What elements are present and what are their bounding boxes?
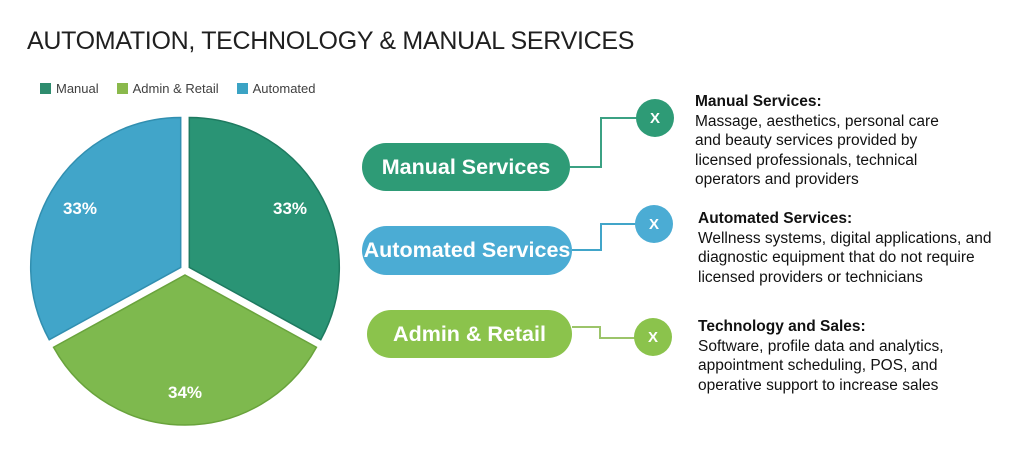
description-heading: Manual Services: [695,93,822,110]
pill-manual-services: Manual Services [362,143,570,191]
pie-chart: 33% 34% 33% [25,105,345,435]
pie-slice-label-admin-retail: 34% [168,383,202,402]
description-heading: Automated Services: [698,210,853,227]
legend-swatch-manual [40,83,51,94]
pill-admin-retail: Admin & Retail [367,310,572,358]
legend-label: Admin & Retail [132,81,219,96]
legend-label: Automated [252,81,316,96]
description-heading: Technology and Sales: [698,318,866,335]
description-body: Wellness systems, digital applications, … [698,229,992,286]
description-body: Massage, aesthetics, personal care and b… [695,112,939,189]
legend-label: Manual [56,81,99,96]
page-title: AUTOMATION, TECHNOLOGY & MANUAL SERVICES [27,27,635,55]
connector-manual [570,117,637,168]
description-technology-sales: Technology and Sales: Software, profile … [698,317,990,395]
description-manual-services: Manual Services: Massage, aesthetics, pe… [695,92,953,190]
legend-swatch-automated [236,83,248,94]
connector-automated [572,223,636,251]
legend-item-admin-retail: Admin & Retail [116,81,219,96]
pie-slice-manual [188,116,340,341]
pie-chart-svg: 33% 34% 33% [30,116,340,426]
chart-legend: Manual Admin & Retail Automated [40,81,316,96]
pie-slice-label-automated: 33% [63,199,97,218]
pill-automated-services: Automated Services [362,226,572,275]
legend-swatch-admin-retail [116,83,128,94]
x-marker-manual: X [636,99,674,137]
x-marker-admin-retail: X [634,318,672,356]
legend-item-automated: Automated [236,81,316,96]
description-automated-services: Automated Services: Wellness systems, di… [698,209,1004,287]
description-body: Software, profile data and analytics, ap… [698,337,944,394]
pie-slice-label-manual: 33% [273,199,307,218]
x-marker-automated: X [635,205,673,243]
connector-admin-retail [572,326,635,339]
pie-slice-automated [30,116,182,341]
pie-slice-admin-retail [52,274,318,426]
legend-item-manual: Manual [40,81,99,96]
